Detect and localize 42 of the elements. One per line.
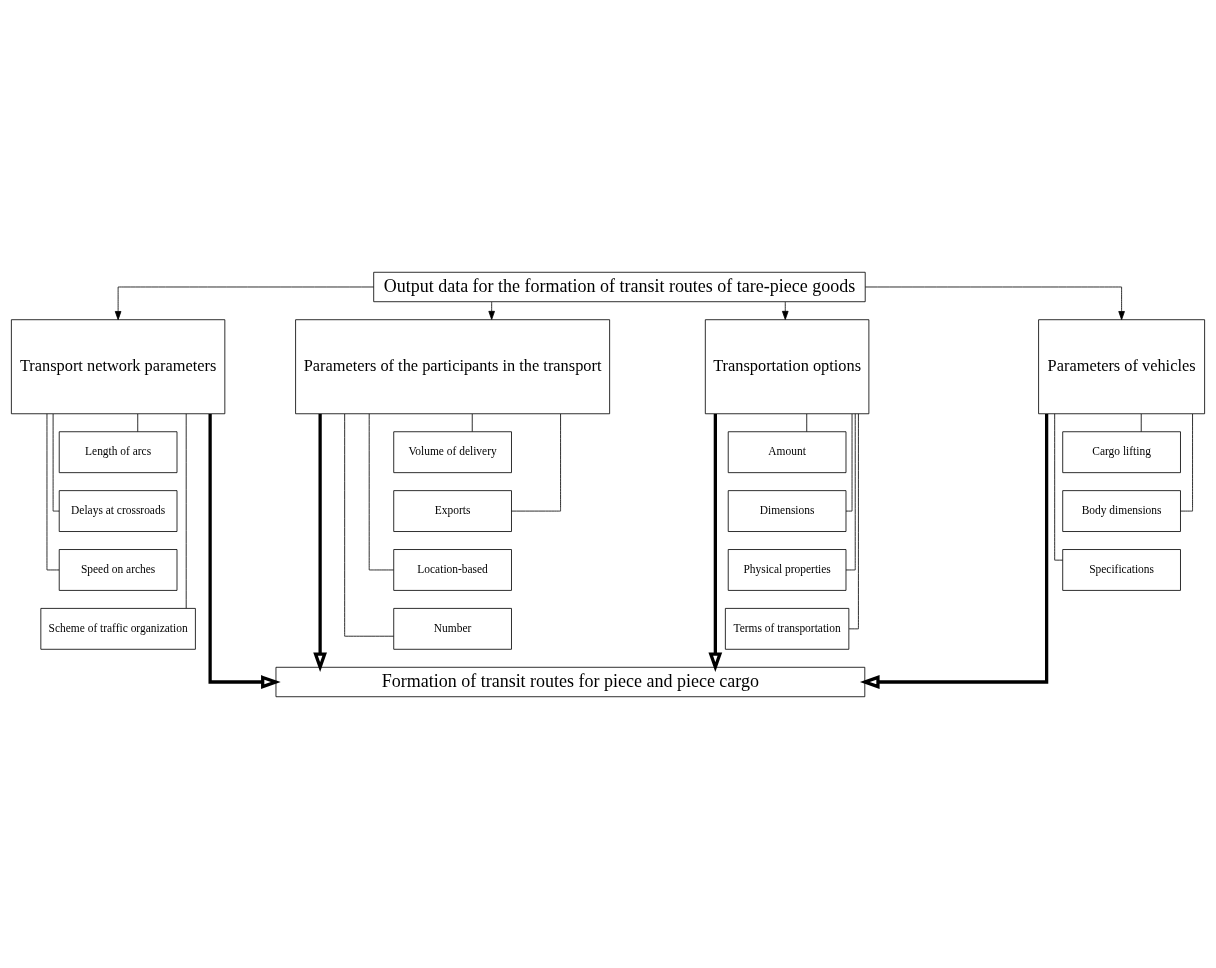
- connector: [1140, 413, 1142, 432]
- connector: [1180, 413, 1193, 511]
- node-box: Scheme of traffic organization: [40, 607, 196, 650]
- connector: [137, 413, 139, 432]
- node-box: Delays at crossroads: [58, 489, 178, 532]
- node-box: Parameters of the participants in the transport: [295, 318, 611, 414]
- connector: [368, 412, 394, 570]
- node-box: Cargo lifting: [1062, 430, 1181, 473]
- node-box: Number: [393, 607, 512, 650]
- arrow: [488, 301, 495, 320]
- connector: [185, 413, 187, 609]
- node-box: Output data for the formation of transit routes of tare-piece goods: [373, 271, 866, 302]
- node-box: Amount: [727, 430, 847, 473]
- node-box: Formation of transit routes for piece and piece cargo: [275, 666, 866, 697]
- arrow: [208, 413, 281, 689]
- arrow: [864, 286, 1125, 320]
- connector: [471, 413, 473, 432]
- node-box: Specifications: [1062, 548, 1181, 591]
- node-box: Body dimensions: [1062, 489, 1181, 532]
- arrow: [313, 413, 327, 672]
- arrow: [782, 301, 789, 320]
- node-box: Speed on arches: [58, 548, 178, 591]
- arrow: [859, 413, 1049, 689]
- node-box: Volume of delivery: [393, 430, 512, 473]
- arrow: [114, 286, 374, 320]
- connector: [511, 413, 561, 511]
- connector: [1054, 412, 1064, 561]
- connector: [845, 412, 856, 570]
- node-box: Terms of transportation: [724, 607, 850, 650]
- node-box: Exports: [393, 489, 512, 532]
- connector: [845, 413, 853, 511]
- node-box: Length of arcs: [58, 430, 178, 473]
- connector: [344, 413, 394, 637]
- arrow: [708, 413, 723, 672]
- node-box: Transportation options: [704, 318, 870, 414]
- node-box: Location-based: [393, 548, 512, 591]
- connector: [848, 413, 859, 629]
- node-box: Transport network parameters: [11, 318, 226, 414]
- node-box: Dimensions: [727, 489, 847, 532]
- connector: [806, 413, 808, 432]
- node-box: Parameters of vehicles: [1038, 318, 1205, 414]
- node-box: Physical properties: [727, 548, 847, 591]
